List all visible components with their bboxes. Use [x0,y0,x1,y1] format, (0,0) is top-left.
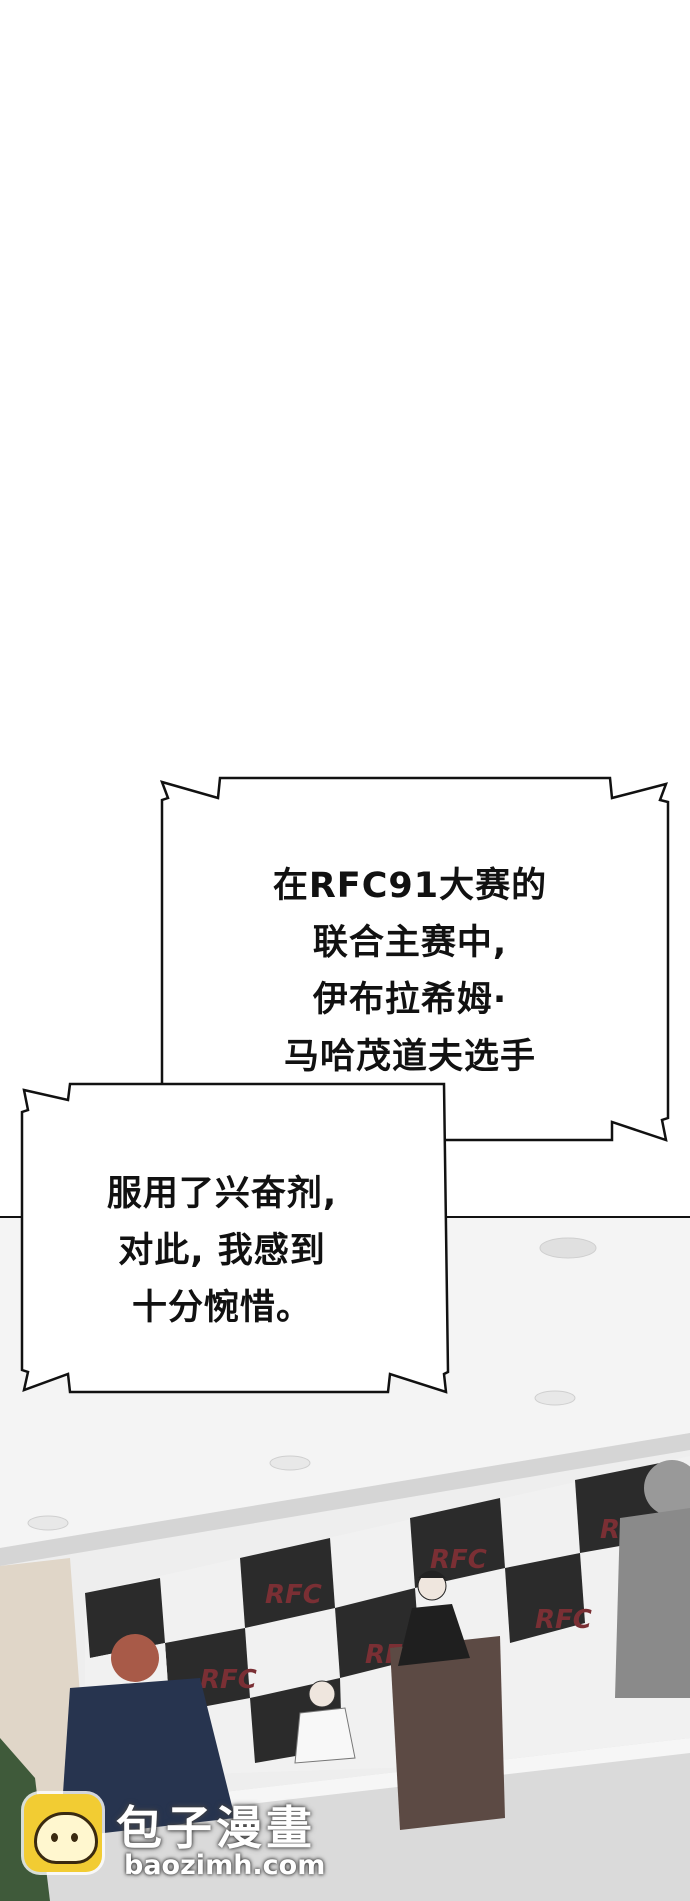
standing-speaker [398,1570,470,1666]
bubble-bottom-line-1: 服用了兴奋剂, [106,1174,338,1214]
rfc-logo: RFC [200,1665,257,1695]
bubble-top-line-4: 马哈茂道夫选手 [283,1037,536,1077]
watermark-title: 包子漫畫 [116,1801,316,1855]
bubble-top-line-2: 联合主赛中, [312,923,508,963]
bubble-top-text: 在RFC91大赛的 联合主赛中, 伊布拉希姆· 马哈茂道夫选手 [240,858,580,1086]
bubble-bottom-line-2: 对此, 我感到 [118,1231,326,1271]
bubble-bottom-text: 服用了兴奋剂, 对此, 我感到 十分惋惜。 [72,1166,372,1337]
rfc-logo: RFC [430,1545,487,1575]
press-conference-scene: RFC RFC RFC RFC RFC RFC [0,1218,690,1901]
site-watermark: 包子漫畫 baozimh.com [24,1790,334,1886]
bubble-top-line-1: 在RFC91大赛的 [272,866,548,906]
scene-illustration: RFC RFC RFC RFC RFC RFC [0,1218,690,1901]
man-navy-suit [60,1634,235,1838]
seated-man-white [294,1680,356,1764]
podium [390,1636,505,1830]
bubble-top-line-3: 伊布拉希姆· [312,980,508,1020]
watermark-url: baozimh.com [124,1850,326,1881]
bubble-bottom-line-3: 十分惋惜。 [131,1288,312,1328]
man-grey-jacket [615,1460,690,1698]
rfc-logo: RFC [265,1580,322,1610]
rfc-logo: RFC [535,1605,592,1635]
bun-mascot-icon [24,1794,102,1872]
